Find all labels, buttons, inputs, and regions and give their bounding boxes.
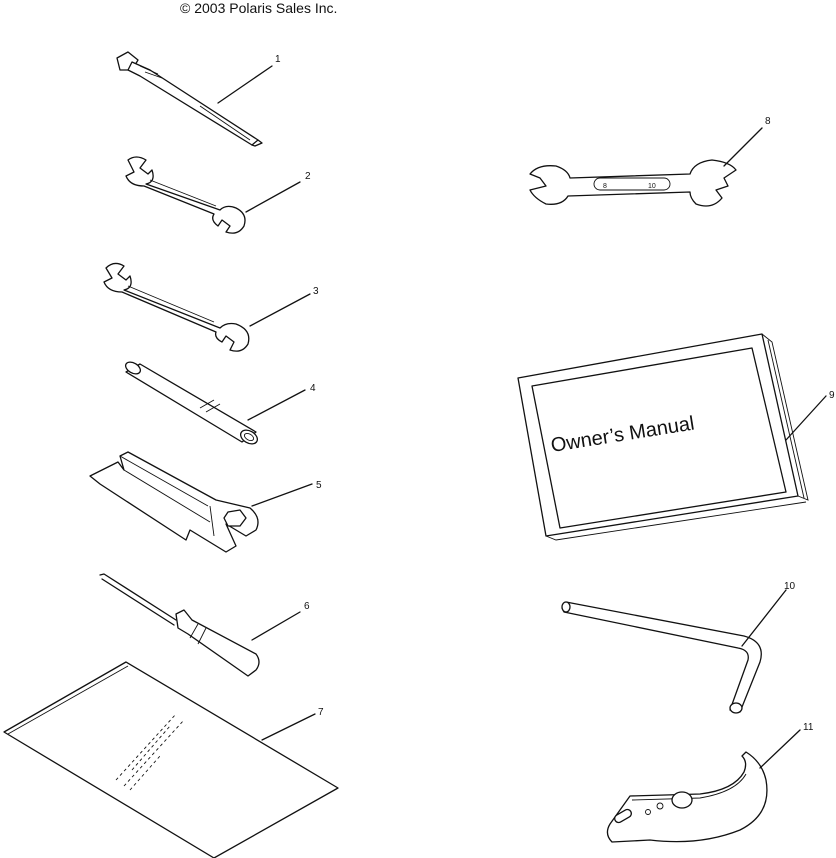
leader-line-7 xyxy=(261,713,316,741)
leader-line-4 xyxy=(247,389,306,421)
size-mark-small: 8 xyxy=(603,183,607,190)
part-1-extension-tool[interactable]: 1 xyxy=(116,51,281,147)
ref-number-4: 4 xyxy=(310,383,316,394)
part-3-wrench[interactable]: 3 xyxy=(103,262,319,352)
ref-number-8: 8 xyxy=(765,116,771,127)
leader-line-9 xyxy=(785,395,827,441)
size-mark-large: 10 xyxy=(648,183,656,190)
ref-number-5: 5 xyxy=(316,480,322,491)
leader-line-3 xyxy=(249,293,311,327)
part-9-owners-manual[interactable]: Owner’s Manual 9 xyxy=(517,333,835,541)
leader-line-2 xyxy=(245,181,301,213)
leader-line-11 xyxy=(759,729,801,769)
leader-line-8 xyxy=(723,127,763,167)
ref-number-11: 11 xyxy=(803,722,814,733)
part-11-hook-spanner[interactable]: 11 xyxy=(606,722,814,843)
part-5-spanner-tool[interactable]: 5 xyxy=(89,451,322,553)
leader-line-5 xyxy=(251,483,313,507)
ref-number-2: 2 xyxy=(305,171,311,182)
ref-number-7: 7 xyxy=(318,707,324,718)
leader-line-10 xyxy=(741,589,787,647)
ref-number-9: 9 xyxy=(829,390,835,401)
part-8-combination-wrench[interactable]: 8 10 8 xyxy=(529,116,771,207)
size-mark-plate xyxy=(593,177,671,191)
leader-line-6 xyxy=(251,611,301,641)
copyright-notice: © 2003 Polaris Sales Inc. xyxy=(180,0,338,16)
leader-line-1 xyxy=(217,65,273,104)
ref-number-10: 10 xyxy=(784,581,796,592)
part-7-tool-bag[interactable]: 7 xyxy=(3,661,339,858)
ref-number-1: 1 xyxy=(275,54,281,65)
part-2-wrench[interactable]: 2 xyxy=(125,156,311,234)
ref-number-3: 3 xyxy=(313,286,319,297)
part-6-screwdriver[interactable]: 6 xyxy=(99,573,310,677)
ref-number-6: 6 xyxy=(304,601,310,612)
part-4-tube-socket[interactable]: 4 xyxy=(124,360,316,447)
part-10-hex-key[interactable]: 10 xyxy=(561,581,796,714)
